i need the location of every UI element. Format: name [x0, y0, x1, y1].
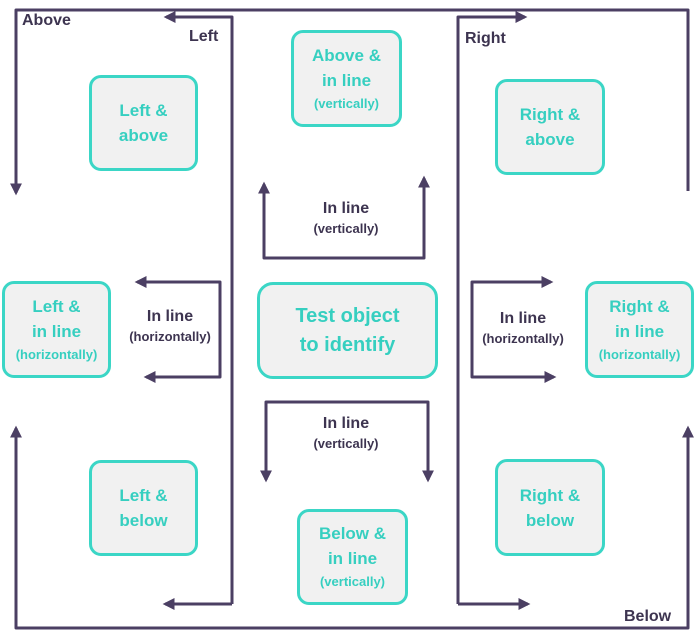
in-line-horizontal-right-arrow [470, 276, 557, 383]
note-bottom-vertical: In line (vertically) [290, 413, 402, 454]
right-below-box: Right & below [495, 459, 605, 556]
note-top-sub: (vertically) [313, 221, 379, 236]
note-left-sub: (horizontally) [129, 329, 211, 344]
above-inline-box: Above & in line (vertically) [291, 30, 402, 127]
right-arrow-top [456, 11, 528, 604]
note-right-sub: (horizontally) [482, 331, 564, 346]
right-above-line2: above [525, 130, 575, 149]
left-below-box: Left & below [89, 460, 198, 556]
label-right: Right [465, 30, 506, 47]
left-inline-box: Left & in line (horizontally) [2, 281, 111, 378]
right-below-line2: below [525, 510, 575, 530]
test-object-line1: Test object [295, 304, 400, 327]
right-inline-sub: (horizontally) [598, 346, 681, 362]
note-bottom-main: In line [322, 415, 370, 432]
note-left-main: In line [146, 308, 194, 325]
note-left-horizontal: In line (horizontally) [120, 306, 220, 347]
right-above-box: Right & above [495, 79, 605, 175]
note-right-horizontal: In line (horizontally) [474, 308, 572, 349]
below-inline-box: Below & in line (vertically) [297, 509, 408, 605]
left-inline-line1: Left & [32, 296, 81, 316]
note-bottom-sub: (vertically) [313, 436, 379, 451]
note-top-main: In line [322, 200, 370, 217]
right-above-line1: Right & [519, 105, 581, 124]
left-inline-line2: in line [31, 321, 82, 341]
above-arrow [9, 8, 690, 196]
left-below-line1: Left & [119, 486, 168, 505]
left-inline-sub: (horizontally) [15, 346, 98, 362]
label-below: Below [624, 608, 672, 625]
test-object-line2: to identify [299, 333, 396, 356]
above-inline-sub: (vertically) [313, 95, 380, 111]
note-top-vertical: In line (vertically) [290, 198, 402, 239]
right-below-line1: Right & [519, 485, 581, 505]
test-object-box: Test object to identify [257, 282, 438, 379]
label-left: Left [189, 28, 219, 45]
in-line-vertical-top-arrow [258, 175, 430, 260]
in-line-horizontal-left-arrow [134, 276, 222, 383]
above-inline-line1: Above & [312, 45, 381, 65]
right-inline-line2: in line [614, 321, 665, 341]
right-inline-box: Right & in line (horizontally) [585, 281, 694, 378]
right-inline-line1: Right & [609, 296, 670, 316]
above-inline-line2: in line [321, 70, 372, 90]
below-inline-line1: Below & [318, 524, 387, 543]
left-above-box: Left & above [89, 75, 198, 171]
note-right-main: In line [499, 310, 547, 327]
left-arrow-top [163, 10, 234, 604]
in-line-vertical-bottom-arrow [260, 400, 434, 483]
left-above-line2: above [118, 126, 169, 145]
below-inline-line2: in line [327, 549, 378, 568]
left-below-line2: below [119, 511, 168, 530]
label-above: Above [22, 12, 71, 29]
below-arrow [10, 425, 694, 630]
left-above-line1: Left & [119, 101, 168, 120]
below-inline-sub: (vertically) [319, 574, 386, 589]
